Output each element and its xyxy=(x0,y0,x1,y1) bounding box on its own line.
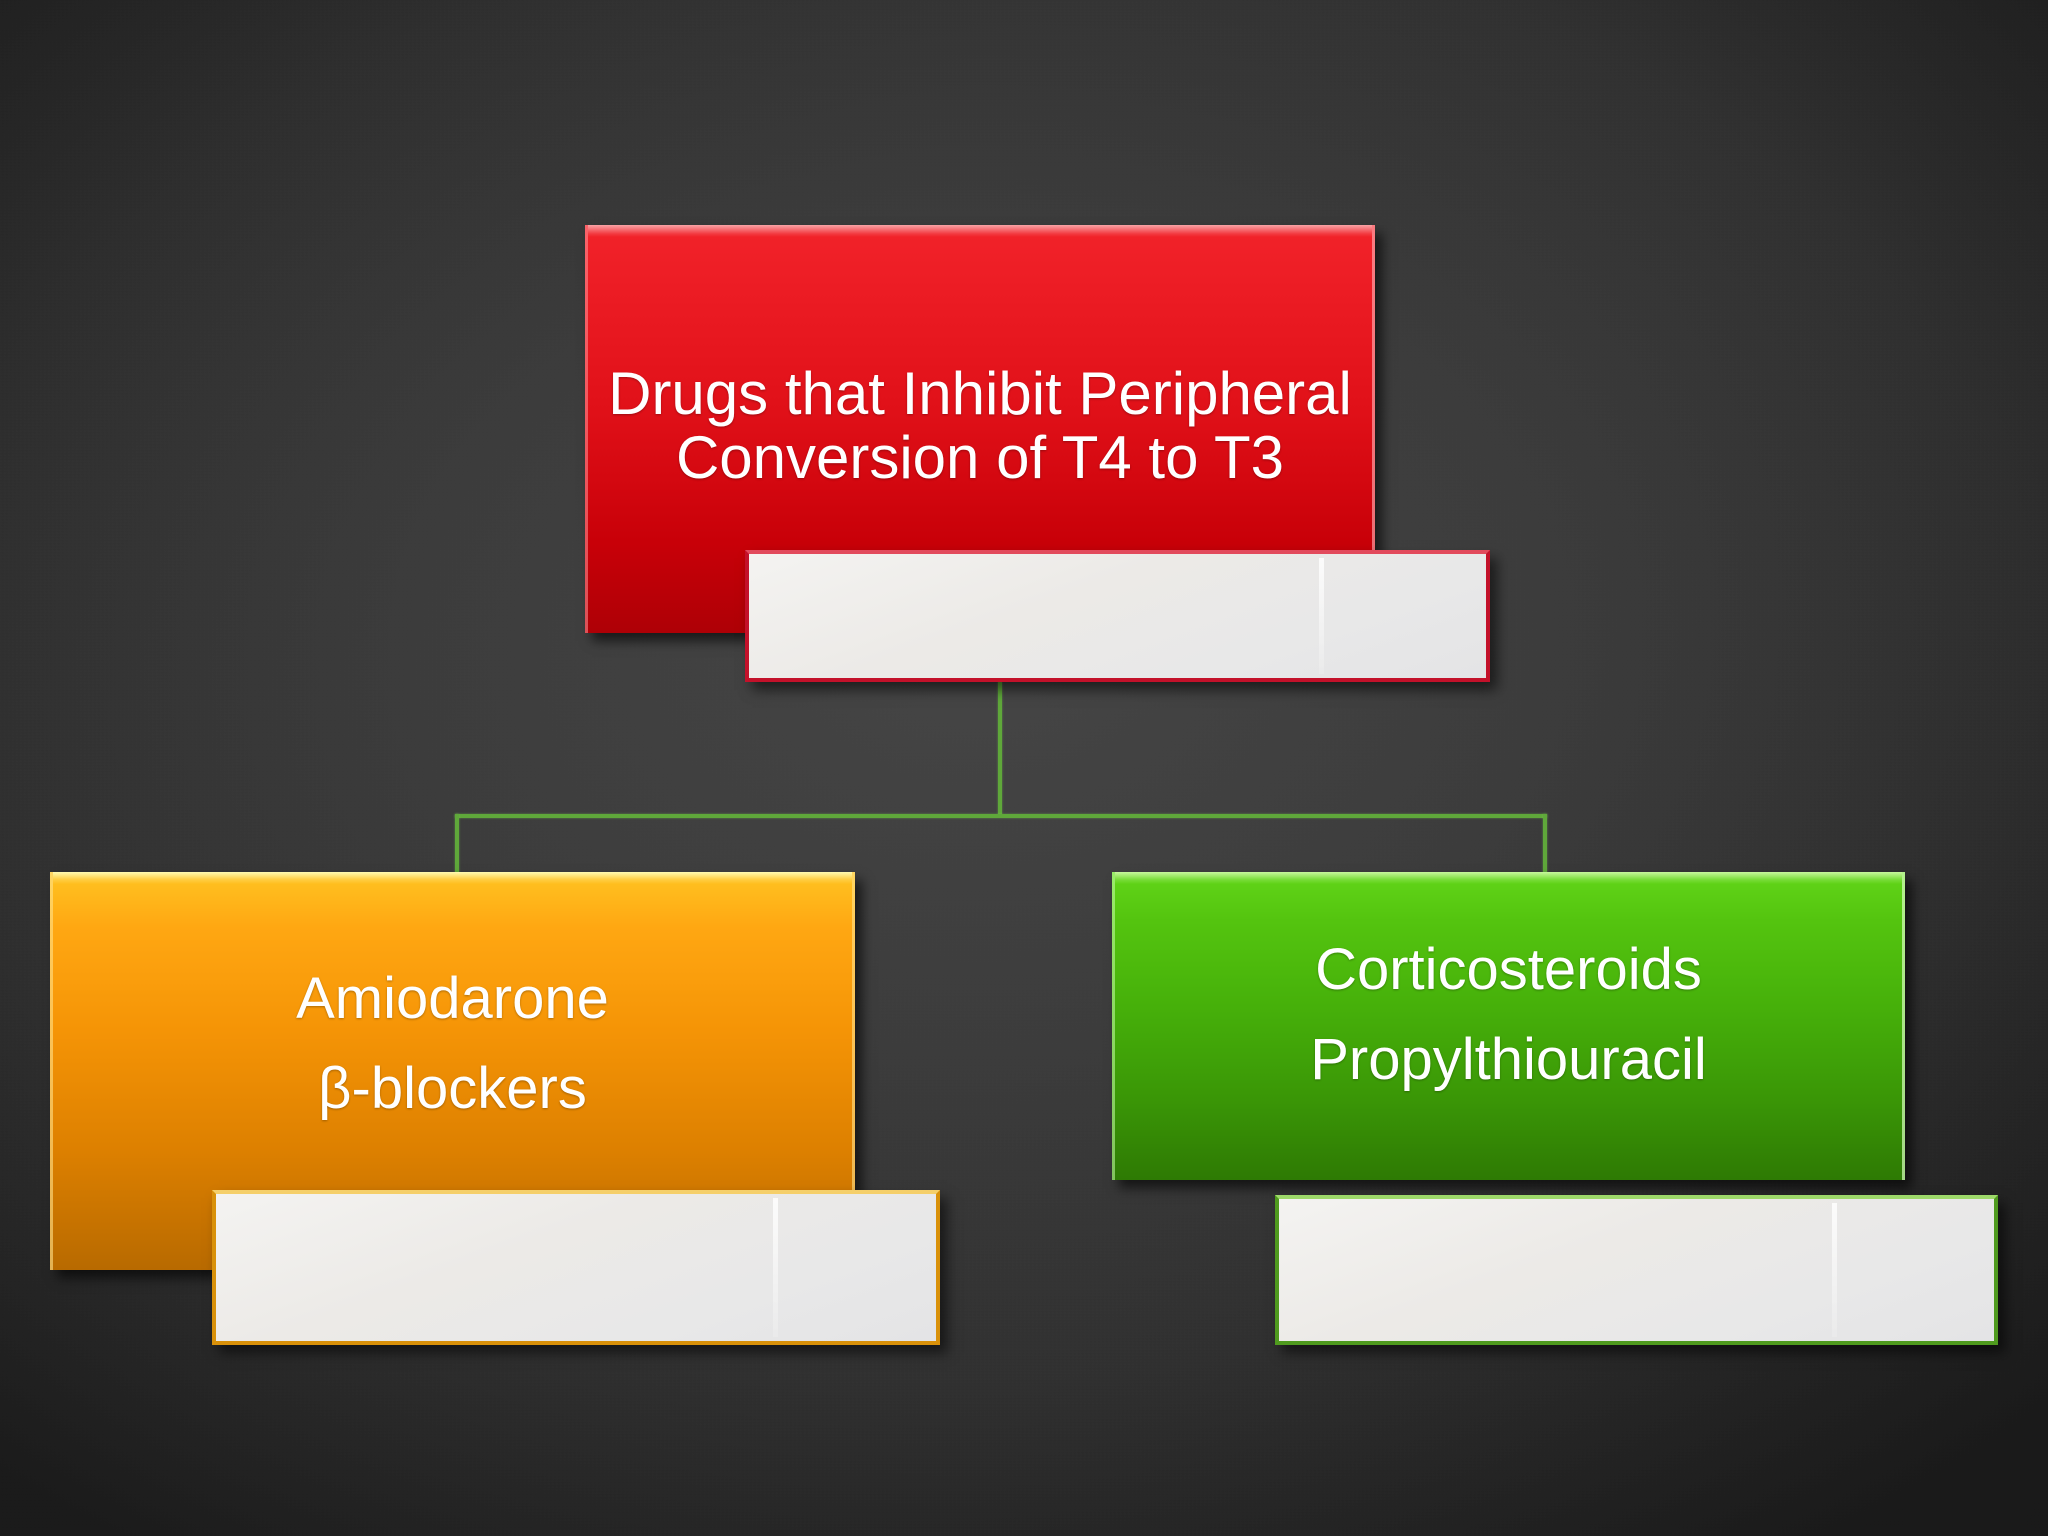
node-amiodarone-label: Amiodarone β-blockers xyxy=(296,966,609,1121)
caption-plate-amiodarone[interactable] xyxy=(212,1190,940,1345)
connector-root-vertical xyxy=(998,682,1002,816)
caption-plate-root[interactable] xyxy=(745,550,1490,682)
node-root-drugs-inhibit-conversion[interactable]: Drugs that Inhibit Peripheral Conversion… xyxy=(585,225,1375,633)
connector-horizontal-bar xyxy=(455,814,1547,818)
node-root-label: Drugs that Inhibit Peripheral Conversion… xyxy=(608,360,1352,491)
connector-right-branch xyxy=(1543,814,1547,876)
connector-left-branch xyxy=(455,814,459,876)
node-amiodarone[interactable]: Amiodarone β-blockers xyxy=(50,872,855,1270)
caption-plate-corticosteroids[interactable] xyxy=(1275,1195,1998,1345)
node-corticosteroids[interactable]: Corticosteroids Propylthiouracil xyxy=(1112,872,1905,1180)
node-corticosteroids-label: Corticosteroids Propylthiouracil xyxy=(1310,937,1707,1092)
